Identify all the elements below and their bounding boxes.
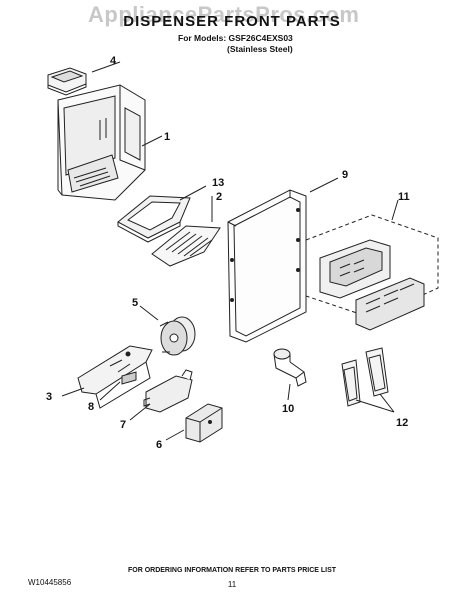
variant-line: (Stainless Steel) bbox=[227, 44, 293, 54]
models-line: For Models: GSF26C4EXS03 bbox=[178, 33, 293, 43]
callout-4: 4 bbox=[110, 55, 117, 67]
part-5-drawing bbox=[159, 316, 196, 356]
part-2-drawing bbox=[151, 225, 221, 267]
part-3-drawing bbox=[77, 345, 153, 409]
part-4-drawing bbox=[47, 67, 87, 96]
page-title: DISPENSER FRONT PARTS bbox=[123, 13, 341, 30]
part-6-drawing bbox=[185, 403, 223, 443]
part-7-drawing bbox=[143, 369, 193, 413]
callout-11: 11 bbox=[398, 191, 410, 203]
callout-5: 5 bbox=[132, 297, 138, 309]
callout-2: 2 bbox=[216, 191, 222, 203]
callout-8: 8 bbox=[88, 401, 94, 413]
part-13-drawing bbox=[117, 195, 191, 243]
callout-6: 6 bbox=[156, 439, 162, 451]
part-12-drawing bbox=[341, 347, 389, 407]
callout-3: 3 bbox=[46, 391, 52, 403]
part-1-drawing bbox=[57, 84, 146, 201]
callout-1: 1 bbox=[164, 131, 170, 143]
part-8-drawing bbox=[121, 371, 137, 385]
footer-ordering-info: FOR ORDERING INFORMATION REFER TO PARTS … bbox=[127, 567, 337, 574]
part-10-drawing bbox=[273, 348, 307, 387]
footer-part-number: W10445856 bbox=[28, 578, 72, 587]
part-11-drawing bbox=[305, 214, 439, 331]
page-number: 11 bbox=[227, 580, 237, 589]
part-9-drawing bbox=[227, 189, 307, 343]
callout-13: 13 bbox=[212, 177, 224, 189]
callout-7: 7 bbox=[120, 419, 126, 431]
callout-9: 9 bbox=[342, 169, 348, 181]
callout-10: 10 bbox=[282, 403, 294, 415]
watermark: AppliancePartsPros.com bbox=[88, 2, 360, 27]
callout-12: 12 bbox=[396, 417, 408, 429]
